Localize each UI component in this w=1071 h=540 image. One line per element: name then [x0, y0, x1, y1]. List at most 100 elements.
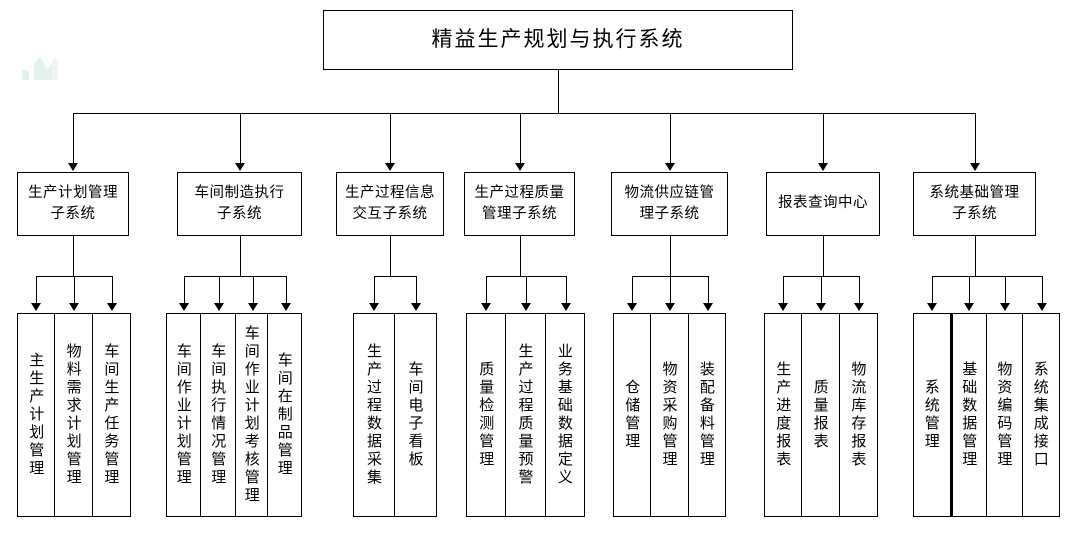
- leaf-bus-2: [184, 276, 286, 277]
- leaf-label: 物料需求计划管理: [64, 343, 83, 487]
- leaf-bus-7: [932, 276, 1042, 277]
- leaf-cell[interactable]: 车间作业计划考核管理: [235, 314, 269, 516]
- branch-line-1: [73, 113, 74, 164]
- subsystem-drop-line-5: [669, 236, 671, 276]
- leaf-group-workshop-manufacturing-execution: 车间作业计划管理车间执行情况管理车间作业计划考核管理车间在制品管理: [166, 313, 302, 517]
- subsystem-label-line-2: 子系统: [50, 206, 96, 222]
- leaf-cell[interactable]: 车间作业计划管理: [167, 314, 202, 516]
- subsystem-box-system-foundation-management[interactable]: 系统基础管理子系统: [913, 172, 1036, 236]
- leaf-label: 生产过程数据采集: [365, 343, 384, 487]
- arrow-down-icon-leaf-3-2: [411, 303, 421, 311]
- leaf-label: 物流库存报表: [849, 361, 868, 469]
- subsystem-box-production-planning[interactable]: 生产计划管理子系统: [17, 172, 129, 236]
- leaf-cell[interactable]: 物料需求计划管理: [55, 314, 93, 516]
- arrow-down-icon-leaf-6-3: [854, 303, 864, 311]
- leaf-branch-4-3: [566, 276, 567, 304]
- leaf-branch-2-2: [219, 276, 220, 304]
- leaf-branch-3-2: [416, 276, 417, 304]
- leaf-group-system-foundation-management: 系统管理基础数据管理物资编码管理系统集成接口: [913, 313, 1060, 517]
- leaf-label: 物资编码管理: [995, 361, 1014, 469]
- subsystem-box-workshop-manufacturing-execution[interactable]: 车间制造执行子系统: [177, 172, 302, 236]
- leaf-cell[interactable]: 车间执行情况管理: [201, 314, 236, 516]
- arrow-down-icon-leaf-2-3: [248, 303, 258, 311]
- leaf-label: 主生产计划管理: [27, 352, 46, 478]
- leaf-label: 系统管理: [922, 379, 941, 451]
- leaf-cell[interactable]: 质量检测管理: [467, 314, 507, 516]
- leaf-cell[interactable]: 物流库存报表: [839, 314, 878, 516]
- arrow-down-icon-leaf-4-2: [521, 303, 531, 311]
- arrow-down-icon-leaf-4-3: [561, 303, 571, 311]
- leaf-cell[interactable]: 质量报表: [802, 314, 840, 516]
- leaf-cell[interactable]: 物资编码管理: [987, 314, 1023, 516]
- arrow-down-icon-leaf-6-2: [816, 303, 826, 311]
- arrow-down-icon-leaf-5-1: [627, 303, 637, 311]
- subsystem-label-line-2: 管理子系统: [482, 206, 557, 222]
- leaf-branch-5-2: [670, 276, 671, 304]
- leaf-label: 车间生产任务管理: [102, 343, 121, 487]
- watermark-icon: [22, 56, 58, 80]
- leaf-cell[interactable]: 基础数据管理: [950, 314, 988, 516]
- leaf-branch-5-1: [632, 276, 633, 304]
- arrow-down-icon-leaf-5-3: [703, 303, 713, 311]
- subsystem-box-process-information-interaction[interactable]: 生产过程信息交互子系统: [336, 172, 444, 236]
- leaf-cell[interactable]: 生产过程质量预警: [506, 314, 546, 516]
- leaf-branch-3-1: [374, 276, 375, 304]
- leaf-branch-4-1: [486, 276, 487, 304]
- leaf-cell[interactable]: 车间电子看板: [395, 314, 436, 516]
- arrow-down-icon-subsystem-3: [385, 163, 395, 171]
- subsystem-label-line-1: 报表查询中心: [778, 195, 868, 212]
- arrow-down-icon-subsystem-7: [969, 163, 980, 171]
- leaf-cell[interactable]: 车间在制品管理: [268, 314, 301, 516]
- subsystem-label-line-1: 系统基础管理: [929, 184, 1020, 201]
- leaf-group-logistics-supply-chain: 仓储管理物资采购管理装配备料管理: [613, 313, 726, 517]
- arrow-down-icon-leaf-2-1: [179, 303, 189, 311]
- arrow-down-icon-subsystem-2: [234, 163, 245, 171]
- subsystem-label-wrap: 生产过程信息交互子系统: [345, 183, 435, 225]
- leaf-cell[interactable]: 生产进度报表: [765, 314, 803, 516]
- leaf-branch-5-3: [708, 276, 709, 304]
- leaf-cell[interactable]: 主生产计划管理: [18, 314, 56, 516]
- leaf-group-process-information-interaction: 生产过程数据采集 车间电子看板: [353, 313, 437, 517]
- arrow-down-icon-leaf-6-1: [778, 303, 788, 311]
- subsystem-label-line-2: 子系统: [952, 206, 997, 222]
- subsystem-label-line-1: 生产计划管理: [28, 184, 118, 201]
- subsystem-box-process-quality-management[interactable]: 生产过程质量管理子系统: [464, 172, 575, 236]
- leaf-branch-7-4: [1042, 276, 1043, 304]
- leaf-cell[interactable]: 车间生产任务管理: [92, 314, 131, 516]
- leaf-label: 业务基础数据定义: [555, 343, 574, 487]
- leaf-label: 车间执行情况管理: [209, 343, 228, 487]
- arrow-down-icon-leaf-3-1: [369, 303, 379, 311]
- leaf-branch-6-1: [783, 276, 784, 304]
- subsystem-drop-line-7: [974, 236, 976, 276]
- leaf-cell[interactable]: 生产过程数据采集: [354, 314, 396, 516]
- leaf-label: 物资采购管理: [660, 361, 679, 469]
- level-1-bus: [73, 113, 975, 114]
- leaf-label: 生产过程质量预警: [516, 343, 535, 487]
- leaf-cell[interactable]: 物资采购管理: [651, 314, 689, 516]
- leaf-branch-1-3: [112, 276, 113, 304]
- leaf-cell[interactable]: 仓储管理: [614, 314, 652, 516]
- leaf-label: 生产进度报表: [774, 361, 793, 469]
- arrow-down-icon-leaf-2-2: [214, 303, 224, 311]
- leaf-cell[interactable]: 业务基础数据定义: [545, 314, 584, 516]
- leaf-label: 系统集成接口: [1031, 361, 1050, 469]
- subsystem-drop-line-6: [823, 236, 824, 276]
- branch-line-5: [669, 113, 671, 164]
- leaf-label: 车间电子看板: [406, 361, 425, 469]
- leaf-cell[interactable]: 系统集成接口: [1022, 314, 1059, 516]
- root-box[interactable]: 精益生产规划与执行系统: [323, 10, 793, 70]
- leaf-cell[interactable]: 装配备料管理: [688, 314, 725, 516]
- arrow-down-icon-leaf-5-2: [665, 303, 675, 311]
- subsystem-box-logistics-supply-chain[interactable]: 物流供应链管理子系统: [611, 172, 728, 236]
- subsystem-label-line-2: 子系统: [217, 206, 262, 222]
- subsystem-label-line-2: 交互子系统: [352, 206, 428, 222]
- leaf-branch-4-2: [526, 276, 527, 304]
- leaf-bus-3: [374, 276, 416, 277]
- arrow-down-icon-leaf-1-2: [69, 303, 79, 311]
- leaf-label: 基础数据管理: [960, 361, 979, 469]
- subsystem-label-wrap: 生产计划管理子系统: [28, 183, 118, 225]
- subsystem-box-report-query-center[interactable]: 报表查询中心: [766, 172, 880, 236]
- leaf-label: 装配备料管理: [697, 361, 716, 469]
- leaf-cell[interactable]: 系统管理: [914, 314, 951, 516]
- leaf-group-process-quality-management: 质量检测管理生产过程质量预警 业务基础数据定义: [466, 313, 585, 517]
